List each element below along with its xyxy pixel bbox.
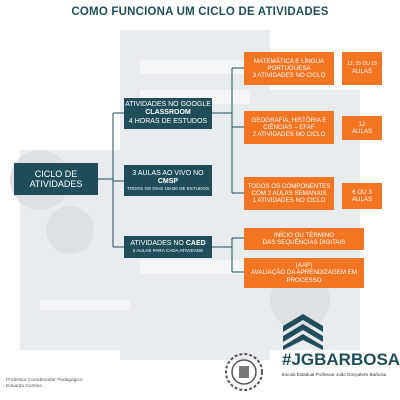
cmsp-line1: 3 AULAS AO VIVO NO — [132, 169, 204, 177]
cmsp-line2: CMSP — [157, 177, 179, 185]
sequencias-digitais-box: INÍCIO OU TÉRMINO DAS SEQUÊNCIAS DIGITAI… — [244, 228, 364, 250]
caed-line3: 2 AULAS PARA CADA ATIVIDADE — [132, 248, 204, 254]
aulas-label: AULAS — [351, 67, 373, 75]
classroom-branch-box: ATIVIDADES NO GOOGLE CLASSROOM 4 HORAS D… — [124, 98, 212, 129]
caed-branch-box: ATIVIDADES NO CAED 2 AULAS PARA CADA ATI… — [124, 236, 212, 258]
school-name: Escola Estadual Professor João Gonçalves… — [282, 372, 387, 377]
item-line: PROCESSO — [286, 276, 322, 284]
item-line: CIÊNCIAS – EFAF — [263, 123, 315, 131]
classroom-line3: 4 HORAS DE ESTUDOS — [128, 117, 208, 125]
school-seal-icon — [225, 353, 263, 391]
page-title: COMO FUNCIONA UM CICLO DE ATIVIDADES — [71, 6, 329, 18]
todos-componentes-aulas-box: 6 OU 3 AULAS — [342, 183, 382, 209]
item-line: GEOGRAFIA, HISTÓRIA E — [251, 116, 327, 124]
item-line: 2 ATIVIDADES NO CICLO — [252, 131, 326, 139]
geografia-historia-ciencias-aulas-box: 12 AULAS — [342, 116, 382, 140]
aulas-label: AULAS — [351, 128, 373, 135]
item-line: MATEMÁTICA E LÍNGUA — [253, 57, 325, 65]
item-line: TODOS OS COMPONENTES — [247, 182, 331, 190]
aap-avaliacao-box: (AAP) AVALIAÇÃO DA APRENDIZAGEM EM PROCE… — [244, 258, 364, 288]
author-role: Professor Coordenador Pedagógico — [6, 378, 83, 383]
caed-line1: ATIVIDADES NO — [130, 240, 184, 248]
item-line: AVALIAÇÃO DA APRENDIZAGEM EM — [250, 269, 357, 277]
author-name: Eduardo Cursino — [6, 384, 42, 390]
aulas-count: 6 OU 3 — [352, 188, 372, 196]
classroom-line1: ATIVIDADES NO GOOGLE — [125, 101, 211, 109]
root-label-line2: ATIVIDADES — [29, 179, 83, 189]
chevron-logo-icon — [283, 314, 323, 350]
todos-componentes-box: TODOS OS COMPONENTES COM 2 AULAS SEMANAI… — [244, 177, 334, 210]
matematica-portugues-box: MATEMÁTICA E LÍNGUA PORTUGUESA 3 ATIVIDA… — [244, 52, 334, 85]
item-line: INÍCIO OU TÉRMINO — [273, 231, 335, 239]
ciclo-de-atividades-box: CICLO DE ATIVIDADES — [14, 163, 98, 195]
geografia-historia-ciencias-box: GEOGRAFIA, HISTÓRIA E CIÊNCIAS – EFAF 2 … — [244, 111, 334, 144]
item-line: 1 ATIVIDADES NO CICLO — [252, 197, 326, 205]
caed-line1-wrap: ATIVIDADES NO CAED — [130, 240, 205, 248]
author-credit: Professor Coordenador Pedagógico Eduardo… — [6, 378, 83, 391]
cmsp-line3: TODOS OS DIAS 16H30 DE ESTUDOS — [126, 185, 210, 191]
item-line: (AAP) — [295, 262, 313, 270]
caed-line1-bold: CAED — [185, 240, 206, 248]
item-line: PORTUGUESA — [267, 64, 311, 72]
brand-hashtag: #JGBARBOSA — [282, 350, 400, 369]
item-line: COM 2 AULAS SEMANAIS — [251, 189, 327, 197]
item-line: DAS SEQUÊNCIAS DIGITAIS — [262, 239, 346, 246]
aulas-count: 12, 15 OU 18 — [347, 61, 377, 68]
aulas-count: 12 — [358, 120, 366, 128]
classroom-line2: CLASSROOM — [145, 109, 191, 117]
aulas-label: AULAS — [351, 196, 373, 203]
root-label-line1: CICLO DE — [34, 168, 78, 179]
item-line: 3 ATIVIDADES NO CICLO — [252, 72, 326, 80]
cmsp-branch-box: 3 AULAS AO VIVO NO CMSP TODOS OS DIAS 16… — [124, 165, 212, 196]
matematica-portugues-aulas-box: 12, 15 OU 18 AULAS — [342, 52, 382, 85]
